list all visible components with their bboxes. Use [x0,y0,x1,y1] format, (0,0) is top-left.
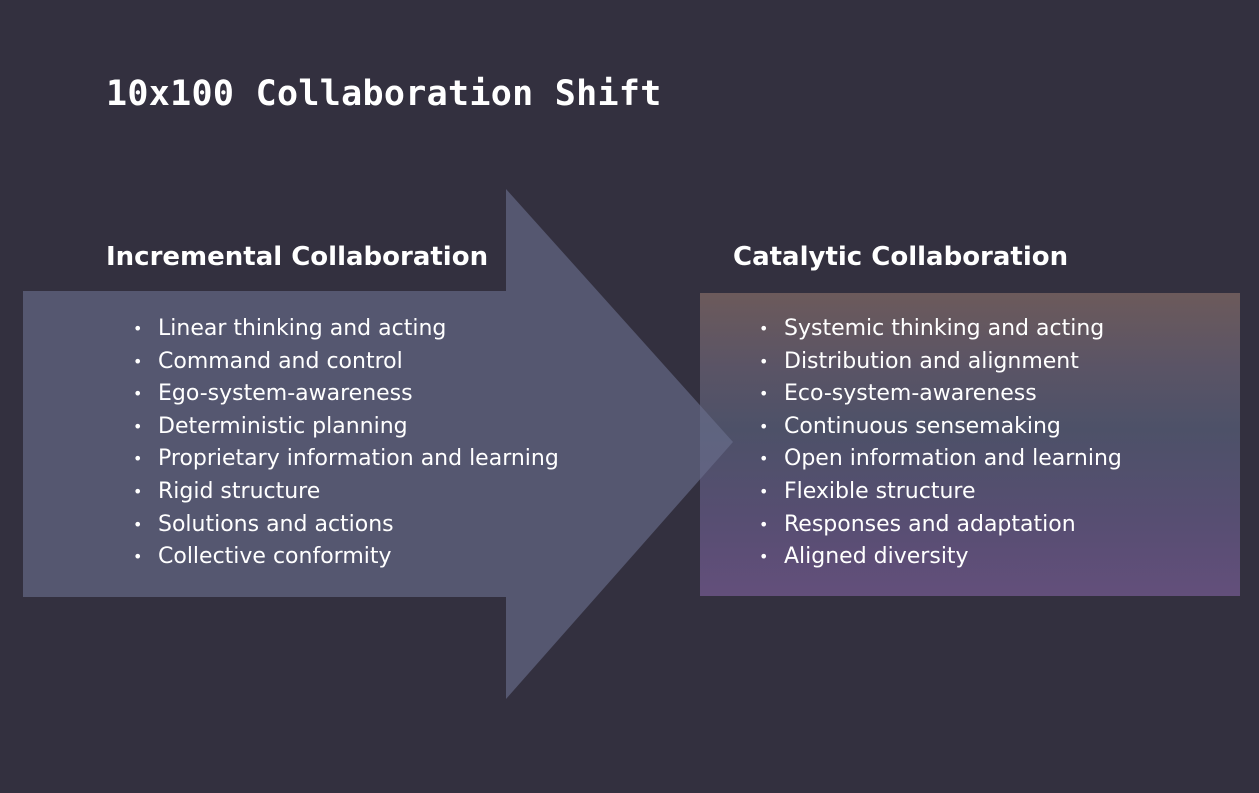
bullet-icon: • [759,481,769,501]
list-item-label: Responses and adaptation [784,511,1076,537]
list-item-label: Eco-system-awareness [784,381,1037,407]
bullet-icon: • [759,351,769,371]
bullet-icon: • [759,514,769,534]
list-item: • Flexible structure [757,476,1122,509]
bullet-icon: • [133,514,143,534]
list-item-label: Linear thinking and acting [158,316,447,341]
bullet-icon: • [133,351,143,371]
list-item-label: Flexible structure [784,478,976,504]
list-item: • Linear thinking and acting [131,313,559,346]
list-item-label: Proprietary information and learning [158,446,559,472]
list-item: • Proprietary information and learning [131,443,559,476]
list-item: • Ego-system-awareness [131,378,559,411]
list-item-label: Distribution and alignment [784,348,1079,374]
catalytic-list: • Systemic thinking and acting • Distribut… [757,313,1122,574]
list-item: • Distribution and alignment [757,346,1122,379]
list-item-label: Solutions and actions [158,511,394,537]
list-item: • Responses and adaptation [757,509,1122,542]
list-item-label: Systemic thinking and acting [784,316,1105,341]
list-item: • Deterministic planning [131,411,559,444]
incremental-list: • Linear thinking and acting • Command and… [131,313,559,574]
list-item: • Systemic thinking and acting [757,313,1122,346]
bullet-icon: • [759,319,769,338]
bullet-icon: • [133,319,143,338]
list-item: • Eco-system-awareness [757,378,1122,411]
bullet-icon: • [133,384,143,404]
bullet-icon: • [759,449,769,469]
bullet-icon: • [133,416,143,436]
list-item-label: Rigid structure [158,478,321,504]
incremental-heading: Incremental Collaboration [106,242,489,272]
list-item: • Solutions and actions [131,509,559,542]
catalytic-panel [700,293,1240,596]
bullet-icon: • [759,384,769,404]
list-item-label: Command and control [158,348,403,374]
catalytic-heading: Catalytic Collaboration [733,242,1069,272]
list-item: • Command and control [131,346,559,379]
list-item-label: Ego-system-awareness [158,381,413,407]
list-item-label: Aligned diversity [784,544,969,570]
bullet-icon: • [133,547,143,567]
bullet-icon: • [133,481,143,501]
list-item-label: Collective conformity [158,544,392,570]
list-item: • Aligned diversity [757,541,1122,574]
bullet-icon: • [133,449,143,469]
bullet-icon: • [759,547,769,567]
list-item: • Open information and learning [757,443,1122,476]
list-item-label: Open information and learning [784,446,1122,472]
page-title: 10x100 Collaboration Shift [106,74,662,114]
list-item-label: Deterministic planning [158,413,408,439]
list-item: • Rigid structure [131,476,559,509]
list-item: • Collective conformity [131,541,559,574]
list-item: • Continuous sensemaking [757,411,1122,444]
list-item-label: Continuous sensemaking [784,413,1061,439]
bullet-icon: • [759,416,769,436]
